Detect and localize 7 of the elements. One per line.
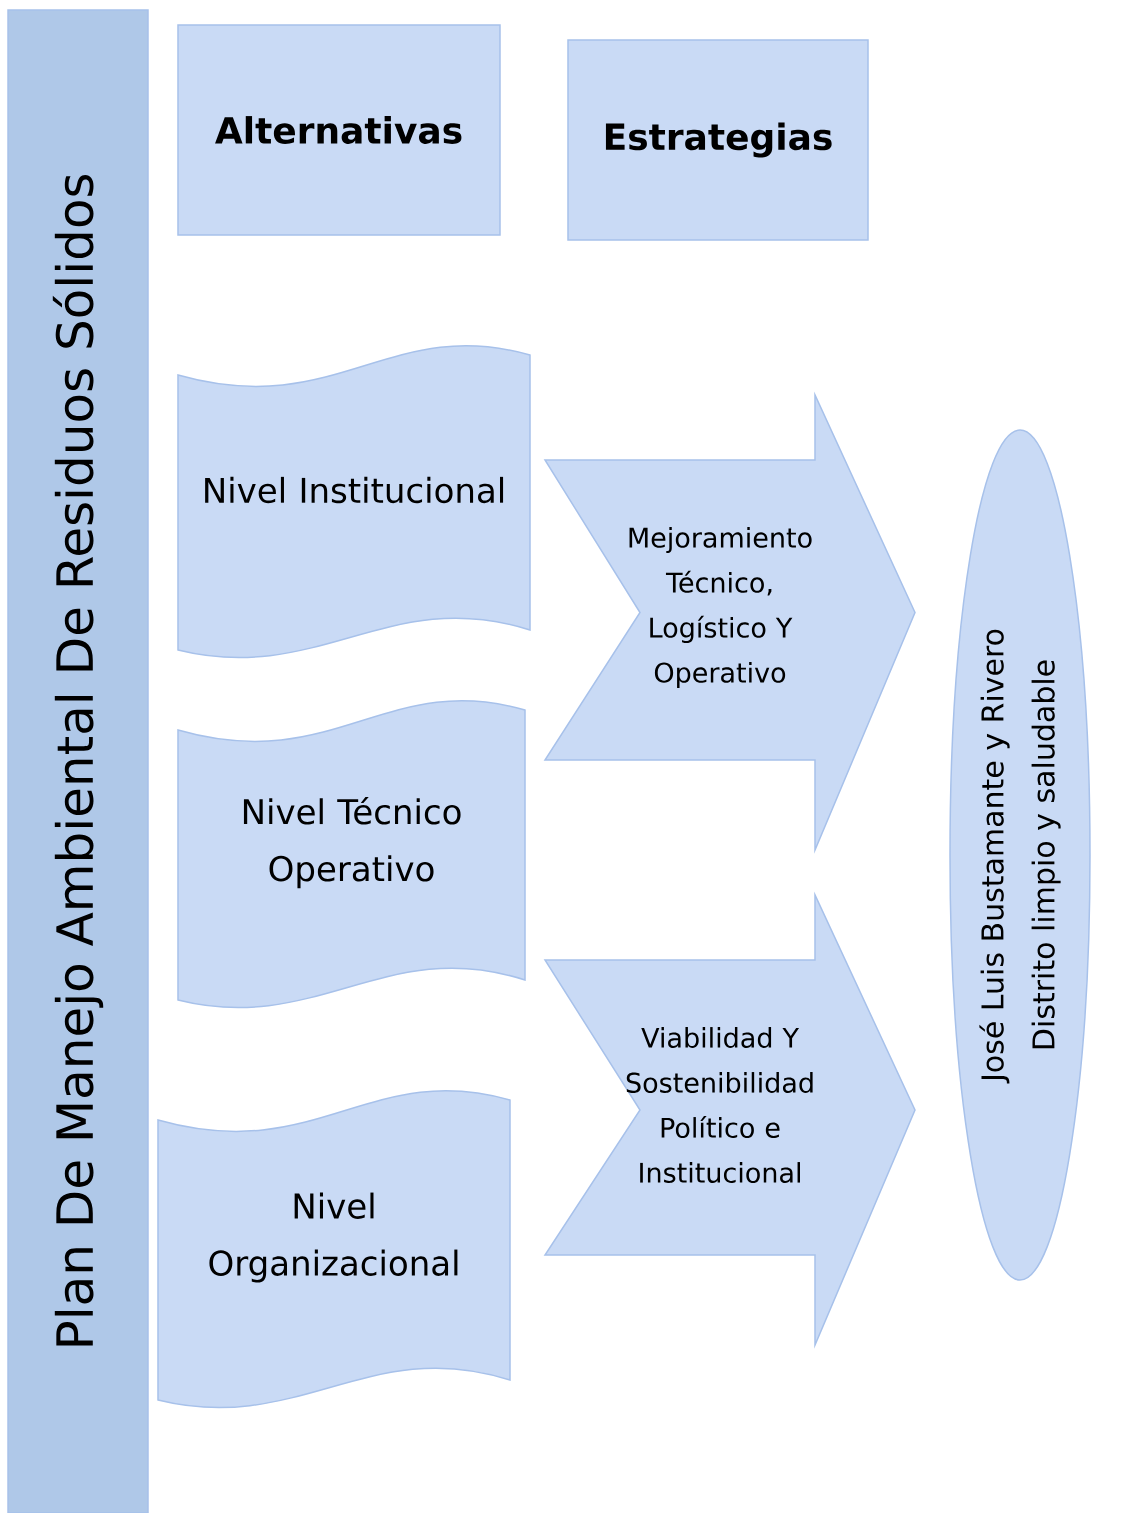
wave-box: Nivel Institucional: [177, 345, 531, 659]
header-box: Alternativas: [177, 24, 501, 236]
wave-box: Nivel Organizacional: [157, 1090, 511, 1409]
title-band: Plan De Manejo Ambiental De Residuos Sólidos: [7, 9, 149, 1513]
header-box: Estrategias: [567, 39, 869, 241]
wave-box: Nivel Técnico Operativo: [177, 700, 526, 1009]
ellipse-node: José Luis Bustamante y Rivero Distrito limpio y saludable: [949, 429, 1091, 1281]
